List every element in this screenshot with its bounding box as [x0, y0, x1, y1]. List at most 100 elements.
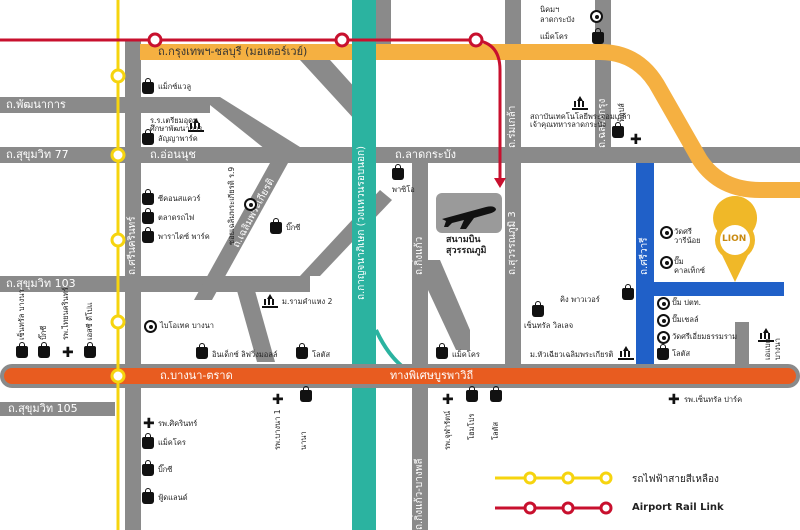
poi-kmitl2: เจ้าคุณทหารลาดกระบัง	[530, 120, 606, 129]
poi-bigc1: บิ๊กซี	[286, 223, 301, 232]
road-label-sriwara: ถ.ศรีวารี	[639, 237, 650, 275]
airport-icon	[436, 193, 502, 233]
shop-icon	[142, 189, 154, 205]
road-chaloem2	[234, 280, 275, 362]
shop-icon	[622, 284, 634, 300]
poi-kmitl1: สถาบันเทคโนโลยีพระจอมเกล้า	[530, 112, 631, 121]
legend-yellow-label: รถไฟฟ้าสายสีเหลือง	[632, 474, 719, 485]
poi-school2: ศึกษาพัฒนาการ	[150, 124, 203, 133]
road-label-kingkaew-bangphli: ถ.กิ่งแก้ว-บางพลี	[414, 458, 425, 530]
road-sukhumvit103-diag	[300, 190, 392, 276]
airport-label-2: สุวรรณภูมิ	[446, 246, 487, 256]
fuel-icon	[657, 297, 670, 310]
red-arrow	[494, 178, 506, 188]
poi-nuanchan: ลัญญาพาร์ค	[158, 134, 198, 143]
road-label-motorway: ถ.กรุงเทพฯ-ชลบุรี (มอเตอร์เวย์)	[158, 45, 308, 58]
road-label-srinakarin: ถ.ศรีนครินทร์	[127, 216, 138, 275]
shop-icon	[270, 218, 282, 234]
poi-wat-sriwari: วัดศรี	[674, 227, 692, 236]
hospital-icon: ✚	[62, 345, 74, 361]
road-right-vert	[735, 322, 749, 372]
poi-central-village: เซ็นทรัล วิลเลจ	[524, 321, 574, 330]
shop-icon	[38, 342, 50, 358]
poi-pump: ปั๊ม	[674, 257, 684, 266]
poi-nikhom: นิคมฯ	[540, 5, 560, 14]
poi-thainakarin: รพ.ไทยนครินทร์	[61, 287, 70, 340]
shop-icon	[612, 122, 624, 138]
poi-lotus2: โลตัส	[312, 350, 331, 359]
road-kingkaew-bend	[428, 260, 470, 350]
road-label-kingkaew: ถ.กิ่งแก้ว	[414, 236, 425, 275]
road-label-kanchanaphisek: ถ.กาญจนาภิเษก (วงแหวนรอบนอก)	[356, 146, 367, 300]
poi-makro-lat: แม็คโคร	[540, 32, 568, 41]
yellow-station	[110, 232, 126, 248]
shop-icon	[142, 78, 154, 94]
poi-paseo: พาซิโอ	[392, 185, 415, 194]
shop-icon	[142, 460, 154, 476]
shop-icon	[392, 164, 404, 180]
poi-lotus3: โลตัส	[491, 421, 500, 440]
shop-icon	[142, 488, 154, 504]
road-label-romklao: ถ.ร่มเกล้า	[507, 105, 518, 148]
road-kanchanaphisek	[352, 0, 376, 530]
fuel-icon	[660, 256, 673, 269]
road-label-soi-chaloem9: ซอยเฉลิมพระเกียรติ ร.9	[227, 166, 236, 245]
poi-talad-rotfai: ตลาดรถไฟ	[158, 213, 195, 222]
poi-shell: ปั๊มเชลล์	[672, 315, 699, 324]
road-suvarnabhumi3	[505, 163, 521, 373]
poi-bangna1: รพ.บางนา 1	[273, 409, 282, 451]
road-sriwara-h	[654, 282, 784, 296]
hospital-icon: ✚	[143, 416, 155, 432]
poi-lotus1: โลตัส	[672, 349, 691, 358]
road-phatthanakan	[0, 97, 210, 113]
poi-bigc3: บิ๊กซี	[158, 465, 173, 474]
road-sukhumvit103	[0, 276, 310, 292]
road-motorway	[140, 44, 800, 198]
landmark-icon	[244, 198, 257, 211]
landmark-icon	[590, 10, 603, 23]
poi-wat-sriwari2: วารีน้อย	[674, 236, 701, 245]
shop-icon	[84, 342, 96, 358]
shop-icon	[466, 386, 478, 402]
poi-hua-chiew: ม.หัวเฉียวเฉลิมพระเกียรติ	[530, 350, 614, 359]
poi-king-power: คิง พาวเวอร์	[560, 295, 600, 304]
poi-pump2: คาลเท็กซ์	[674, 266, 705, 275]
poi-abac2: บางนา	[773, 338, 782, 360]
road-label-sukhumvit103: ถ.สุขุมวิท 103	[6, 277, 76, 290]
road-srinakarin	[125, 40, 141, 530]
shop-icon	[142, 208, 154, 224]
hospital-icon: ✚	[668, 392, 680, 408]
temple-icon	[660, 226, 673, 239]
fuel-icon	[657, 314, 670, 327]
road-label-sukhumvit105: ถ.สุขุมวิท 105	[8, 402, 78, 415]
school-icon	[188, 120, 204, 132]
poi-maxvalue: แม็กซ์แวลู	[158, 82, 192, 91]
shop-icon	[490, 386, 502, 402]
yellow-station	[110, 368, 126, 384]
shop-icon	[196, 343, 208, 359]
school-icon	[572, 98, 588, 110]
red-station	[468, 32, 484, 48]
road-label-sukhumvit77: ถ.สุขุมวิท 77	[6, 148, 69, 161]
poi-ram2: ม.รามคำแหง 2	[282, 297, 333, 306]
hospital-icon: ✚	[442, 392, 454, 408]
road-label-latkrabang: ถ.ลาดกระบัง	[395, 148, 457, 161]
road-sriwara	[636, 163, 654, 373]
road-kingkaew	[412, 163, 428, 530]
poi-homepro: โฮมโปร	[467, 413, 476, 440]
poi-sc-depot: เอสซี ดีโปแ	[85, 302, 94, 340]
road-sukhumvit77	[0, 147, 800, 163]
poi-unilever: ไบโอเทค บางนา	[160, 321, 214, 330]
shop-icon	[142, 227, 154, 243]
road-romklao	[505, 0, 521, 150]
temple-icon	[657, 331, 670, 344]
road-phatthanakan-diag	[200, 97, 300, 161]
lion-logo: LION	[722, 234, 747, 244]
poi-chularat: รพ.จุฬารัตน์	[443, 410, 452, 450]
hospital-icon: ✚	[630, 132, 642, 148]
airport-label-1: สนามบิน	[446, 235, 481, 245]
road-label-phatthanakan: ถ.พัฒนาการ	[6, 98, 66, 111]
road-bangna-trat	[0, 364, 800, 388]
